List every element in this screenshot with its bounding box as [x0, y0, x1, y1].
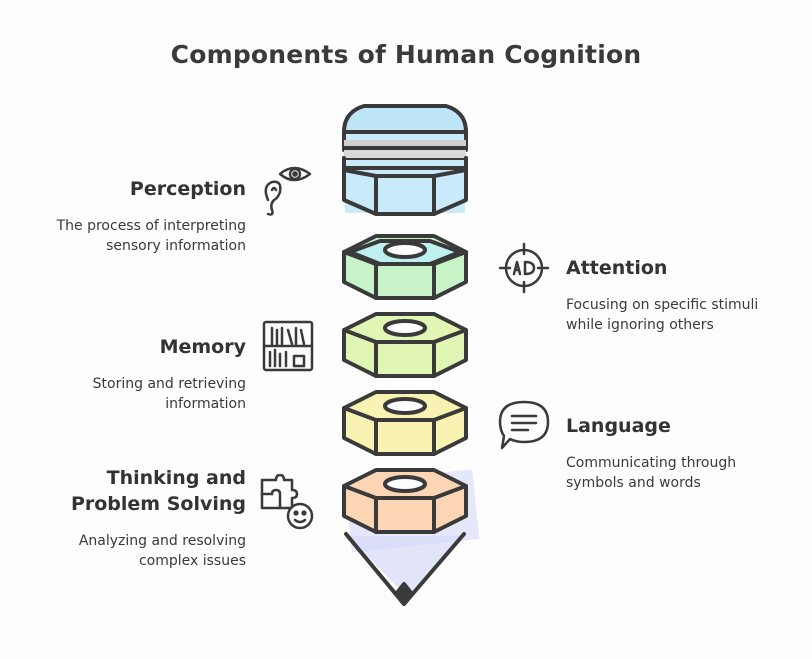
component-heading: Perception [129, 178, 246, 200]
component-description: Analyzing and resolving [78, 533, 246, 549]
component-memory: Memory Storing and retrieving informatio… [93, 334, 246, 414]
cap-segment [342, 104, 468, 216]
component-description: Storing and retrieving [92, 376, 246, 392]
bookshelf-icon [262, 320, 314, 372]
puzzle-and-face-icon [260, 474, 314, 530]
nut-segment-thinking [342, 468, 480, 553]
nut-segment-language [342, 390, 468, 456]
pencil-tip [344, 532, 466, 606]
component-thinking-problem-solving: Thinking and Problem Solving Analyzing a… [71, 465, 246, 571]
diagram-title: Components of Human Cognition [170, 40, 642, 69]
component-heading: Language [566, 415, 671, 437]
component-heading: Thinking and [106, 467, 246, 489]
nut-segment-memory [342, 312, 468, 378]
target-crosshair-icon [498, 242, 550, 294]
speech-bubble-icon [498, 400, 550, 450]
component-description: sensory information [106, 238, 246, 254]
component-description: information [165, 396, 246, 412]
component-description: symbols and words [566, 475, 701, 491]
component-heading: Problem Solving [70, 493, 246, 515]
component-description: The process of interpreting [56, 218, 246, 234]
component-description: Focusing on specific stimuli [566, 297, 759, 313]
component-attention: Attention Focusing on specific stimuli w… [566, 255, 758, 335]
component-description: Communicating through [566, 455, 737, 471]
nut-segment-attention [342, 234, 468, 300]
component-description: complex issues [138, 553, 246, 569]
component-heading: Memory [159, 336, 246, 358]
component-heading: Attention [566, 257, 668, 279]
eye-and-ear-icon [264, 166, 312, 216]
component-language: Language Communicating through symbols a… [566, 413, 736, 493]
component-perception: Perception The process of interpreting s… [57, 176, 246, 256]
component-description: while ignoring others [566, 317, 714, 333]
